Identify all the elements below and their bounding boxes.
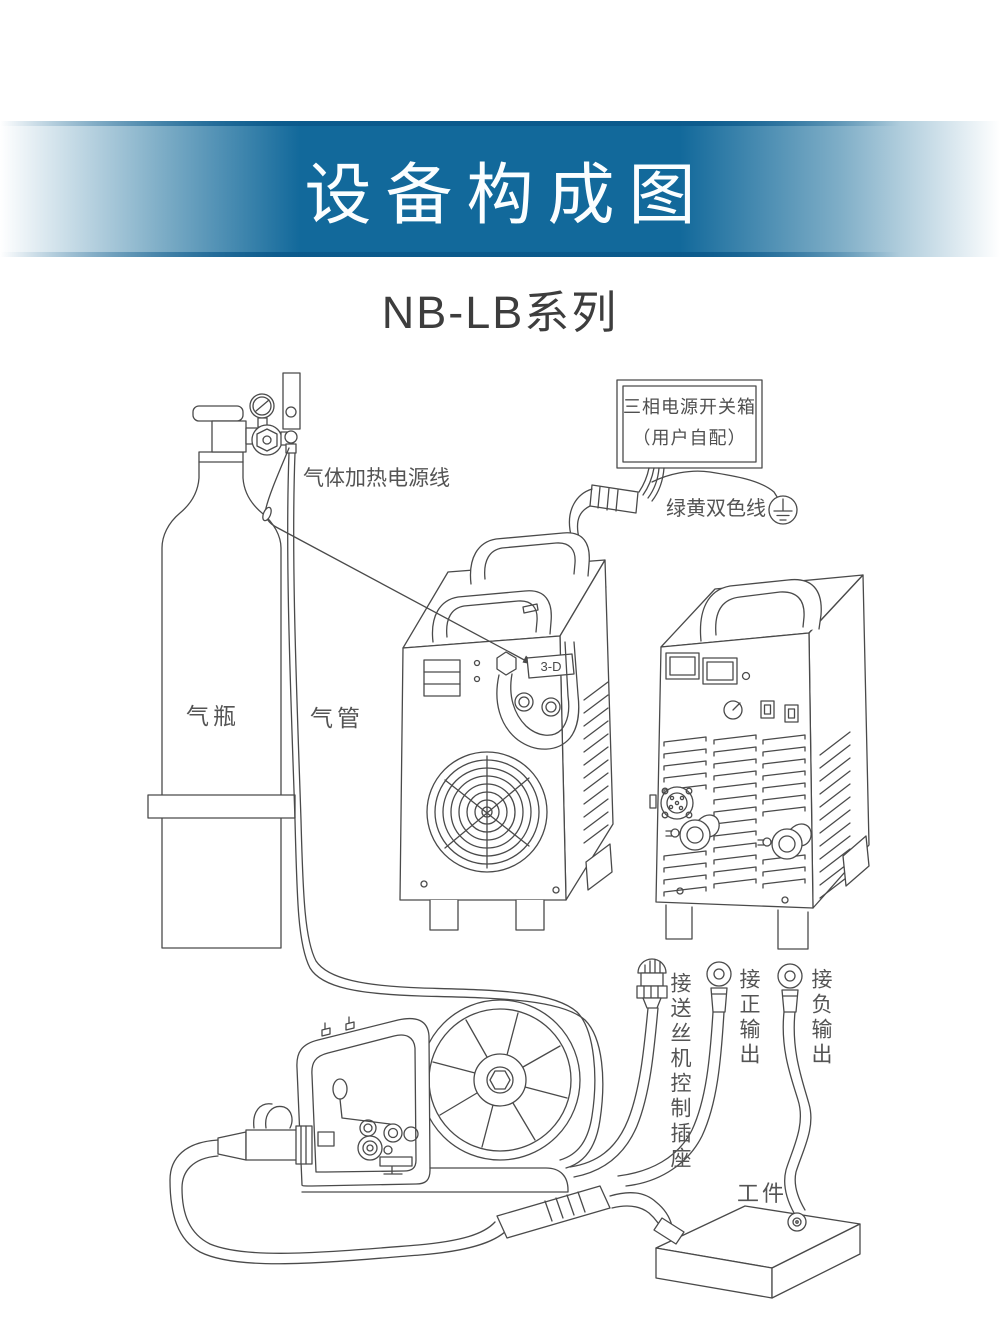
machine-1 <box>399 532 614 931</box>
negative-output-terminal <box>757 823 812 860</box>
gas-hose <box>287 452 604 1169</box>
label-negative-output: 接负输出 <box>809 968 832 1068</box>
fan-grille <box>426 751 548 873</box>
label-feeder-control-socket: 接送丝机控制插座 <box>668 972 691 1172</box>
feed-mechanism <box>317 1078 419 1175</box>
torch-cable <box>169 1139 508 1265</box>
wire-spool <box>419 999 581 1161</box>
label-gas-hose: 气管 <box>310 705 364 731</box>
heater-socket-label: 3-D <box>541 659 562 674</box>
label-workpiece: 工件 <box>737 1181 788 1206</box>
workpiece <box>655 1205 861 1299</box>
feeder-control-socket-connector <box>649 786 694 820</box>
torch-connector <box>217 1103 313 1165</box>
machine1-jumper-cable <box>496 641 580 750</box>
cable-sheath <box>589 484 639 514</box>
power-switch-box <box>568 379 763 593</box>
positive-output-terminal <box>665 814 720 851</box>
machine-2 <box>649 574 870 950</box>
label-switch-box: 三相电源开关箱 （用户自配） <box>617 392 762 454</box>
flowmeter-tube <box>282 372 301 430</box>
control-plug-cable <box>569 958 668 1178</box>
label-gas-heater-cable: 气体加热电源线 <box>303 467 450 490</box>
positive-output-cable <box>617 961 732 1187</box>
negative-ring-lug <box>777 963 803 989</box>
negative-output-cable <box>777 963 812 1214</box>
label-gas-cylinder: 气瓶 <box>186 703 240 729</box>
control-knob <box>723 700 743 720</box>
panel-display <box>423 659 461 697</box>
label-positive-output: 接正输出 <box>737 968 760 1068</box>
torch-nozzle <box>653 1217 685 1245</box>
pressure-regulator <box>249 372 301 456</box>
label-green-yellow-wire: 绿黄双色线 <box>666 498 766 520</box>
positive-ring-lug <box>706 961 732 987</box>
green-yellow-ground-wire <box>651 470 798 525</box>
page-title: 设备构成图 <box>304 157 710 233</box>
title-banner: 设备构成图 <box>0 121 1000 257</box>
switch-box-line2: （用户自配） <box>632 427 747 448</box>
switch-box-line1: 三相电源开关箱 <box>623 397 756 417</box>
gas-cylinder <box>147 405 296 949</box>
wire-feeder <box>217 999 581 1193</box>
heater-socket-box <box>526 653 575 679</box>
ground-clamp-bolt <box>787 1212 807 1232</box>
control-plug <box>637 958 667 974</box>
gas-heater-power-line: 3-D <box>262 447 575 679</box>
series-subtitle: NB-LB系列 <box>381 287 619 338</box>
welding-torch <box>496 1185 685 1245</box>
